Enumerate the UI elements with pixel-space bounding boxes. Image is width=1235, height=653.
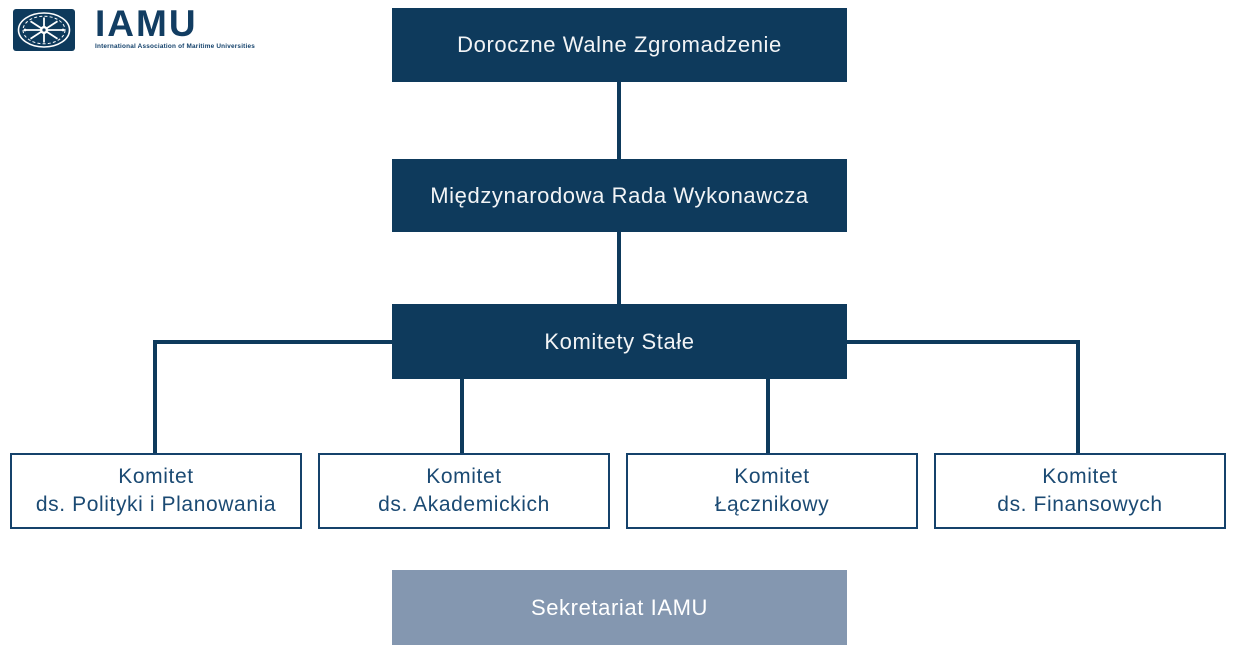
compass-rose-icon [13, 9, 75, 51]
node-secretariat: Sekretariat IAMU [392, 570, 847, 645]
node-annual-general-assembly: Doroczne Walne Zgromadzenie [392, 8, 847, 82]
node-label: Międzynarodowa Rada Wykonawcza [430, 182, 809, 208]
logo-acronym: IAMU [95, 3, 198, 44]
node-committee-financial: Komitet ds. Finansowych [934, 453, 1226, 529]
node-label: Komitety Stałe [544, 328, 695, 354]
logo-text: IAMU International Association of Mariti… [95, 3, 255, 50]
logo-tagline: International Association of Maritime Un… [95, 43, 255, 50]
edge-assembly-to-board [617, 82, 621, 159]
node-committee-policy-planning: Komitet ds. Polityki i Planowania [10, 453, 302, 529]
node-label-line1: Komitet [118, 465, 194, 488]
node-label-line2: ds. Polityki i Planowania [35, 493, 277, 516]
node-label-line1: Komitet [1042, 465, 1118, 488]
node-label-line2: Łącznikowy [714, 493, 830, 516]
edge-committees-left-horizontal [153, 340, 392, 344]
node-label: Doroczne Walne Zgromadzenie [457, 32, 782, 57]
node-label-line2: ds. Akademickich [378, 493, 550, 516]
node-label-line2: ds. Finansowych [997, 493, 1163, 516]
node-standing-committees: Komitety Stałe [392, 304, 847, 379]
node-label-line1: Komitet [734, 465, 810, 488]
edge-to-liaison [766, 379, 770, 453]
edge-to-academic [460, 379, 464, 453]
edge-to-financial [1076, 340, 1080, 453]
iamu-logo: IAMU International Association of Mariti… [13, 3, 255, 51]
node-committee-academic: Komitet ds. Akademickich [318, 453, 610, 529]
edge-board-to-committees [617, 232, 621, 304]
node-label-line1: Komitet [426, 465, 502, 488]
node-label: Sekretariat IAMU [530, 594, 709, 620]
node-committee-liaison: Komitet Łącznikowy [626, 453, 918, 529]
node-international-executive-board: Międzynarodowa Rada Wykonawcza [392, 159, 847, 232]
edge-to-policy-planning [153, 340, 157, 453]
edge-committees-right-horizontal [847, 340, 1078, 344]
